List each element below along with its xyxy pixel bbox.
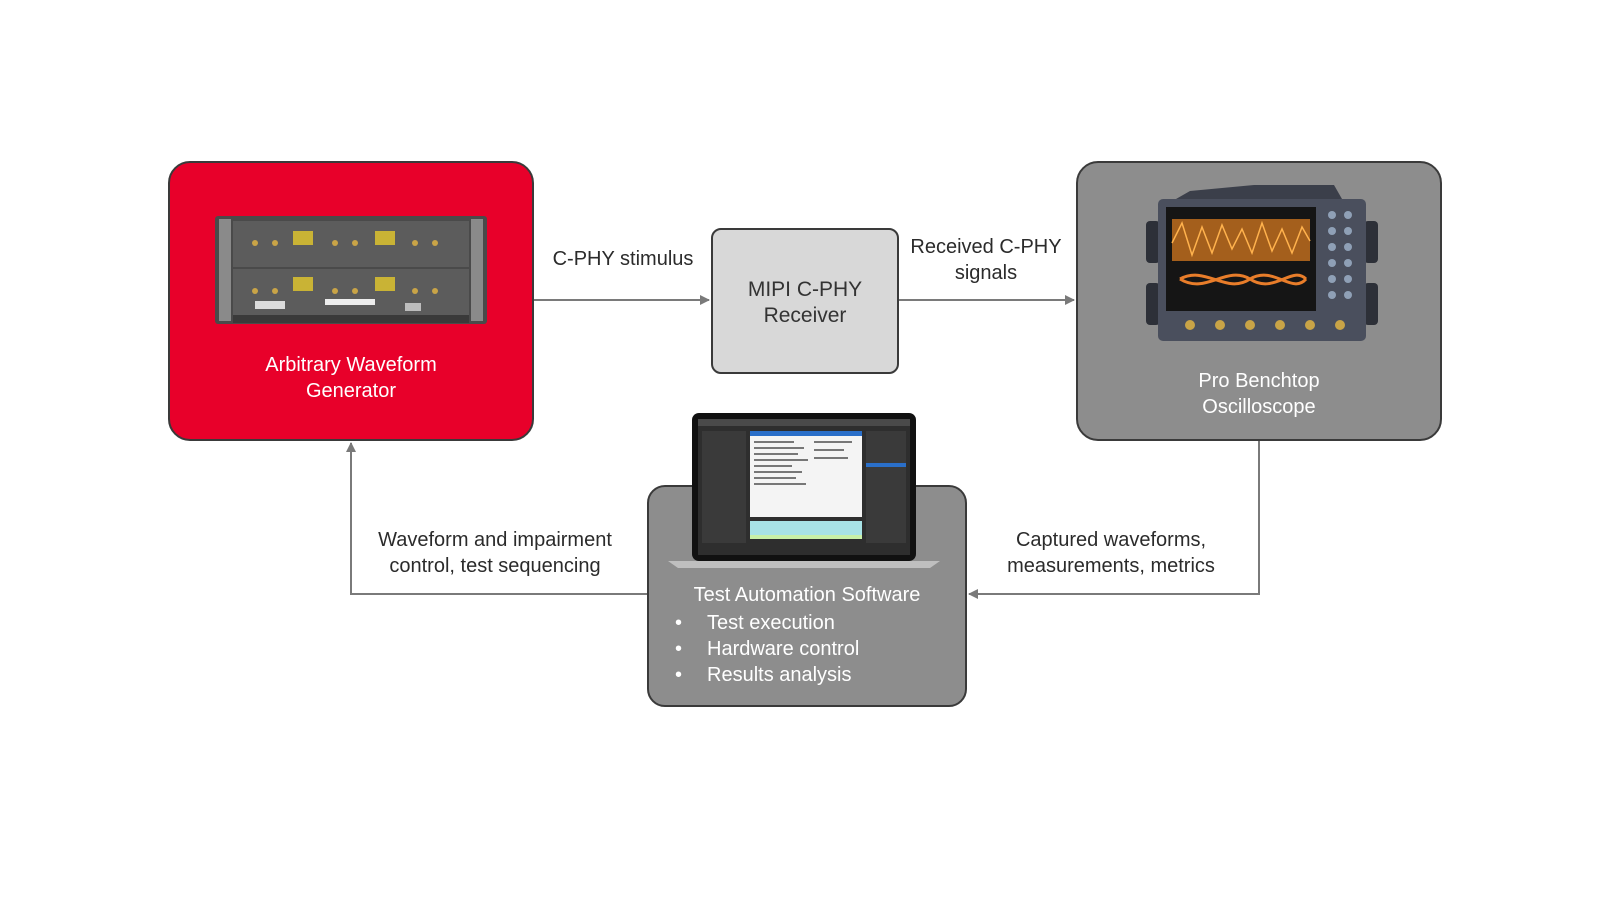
edge-label-control-line1: Waveform and impairment <box>378 529 612 551</box>
receiver-label: MIPI C-PHY Receiver <box>713 277 897 329</box>
arrow-scope-to-software <box>968 441 1260 599</box>
oscilloscope-label-line2: Oscilloscope <box>1202 396 1316 418</box>
software-bullet-text: Results analysis <box>707 664 852 686</box>
awg-label-line2: Generator <box>305 380 397 402</box>
edge-label-captured-line2: measurements, metrics <box>1007 555 1215 577</box>
oscilloscope-label-line1: Pro Benchtop <box>1198 370 1320 392</box>
laptop-software-image <box>668 413 940 568</box>
edge-label-control: Waveform and impairment control, test se… <box>360 527 630 579</box>
edge-label-received-line1: Received C-PHY <box>910 236 1062 258</box>
awg-label: Arbitrary Waveform Generator <box>170 352 532 404</box>
awg-label-line1: Arbitrary Waveform <box>265 354 437 376</box>
receiver-label-line2: Receiver <box>763 304 847 327</box>
arrow-software-to-awg <box>346 442 647 595</box>
software-bullet-list: •Test execution •Hardware control •Resul… <box>675 610 859 688</box>
software-bullet-text: Hardware control <box>707 638 860 660</box>
software-title: Test Automation Software <box>693 584 921 606</box>
receiver-node: MIPI C-PHY Receiver <box>711 228 899 374</box>
edge-label-captured: Captured waveforms, measurements, metric… <box>985 527 1237 579</box>
edge-label-stimulus: C-PHY stimulus <box>552 248 694 270</box>
oscilloscope-node: Pro Benchtop Oscilloscope <box>1076 161 1442 441</box>
awg-instrument-image <box>215 216 487 324</box>
edge-label-received-line2: signals <box>954 262 1018 284</box>
software-bullet-item: •Hardware control <box>675 638 860 660</box>
software-bullet-text: Test execution <box>707 612 835 634</box>
awg-node: Arbitrary Waveform Generator <box>168 161 534 441</box>
receiver-label-line1: MIPI C-PHY <box>747 278 863 301</box>
oscilloscope-instrument-image <box>1146 185 1378 341</box>
edge-label-captured-line1: Captured waveforms, <box>1015 529 1207 551</box>
software-bullet-item: •Test execution <box>675 612 835 634</box>
edge-label-control-line2: control, test sequencing <box>389 555 601 577</box>
oscilloscope-label: Pro Benchtop Oscilloscope <box>1078 368 1440 420</box>
edge-label-received-signals: Received C-PHY signals <box>900 234 1072 286</box>
software-bullet-item: •Results analysis <box>675 664 852 686</box>
